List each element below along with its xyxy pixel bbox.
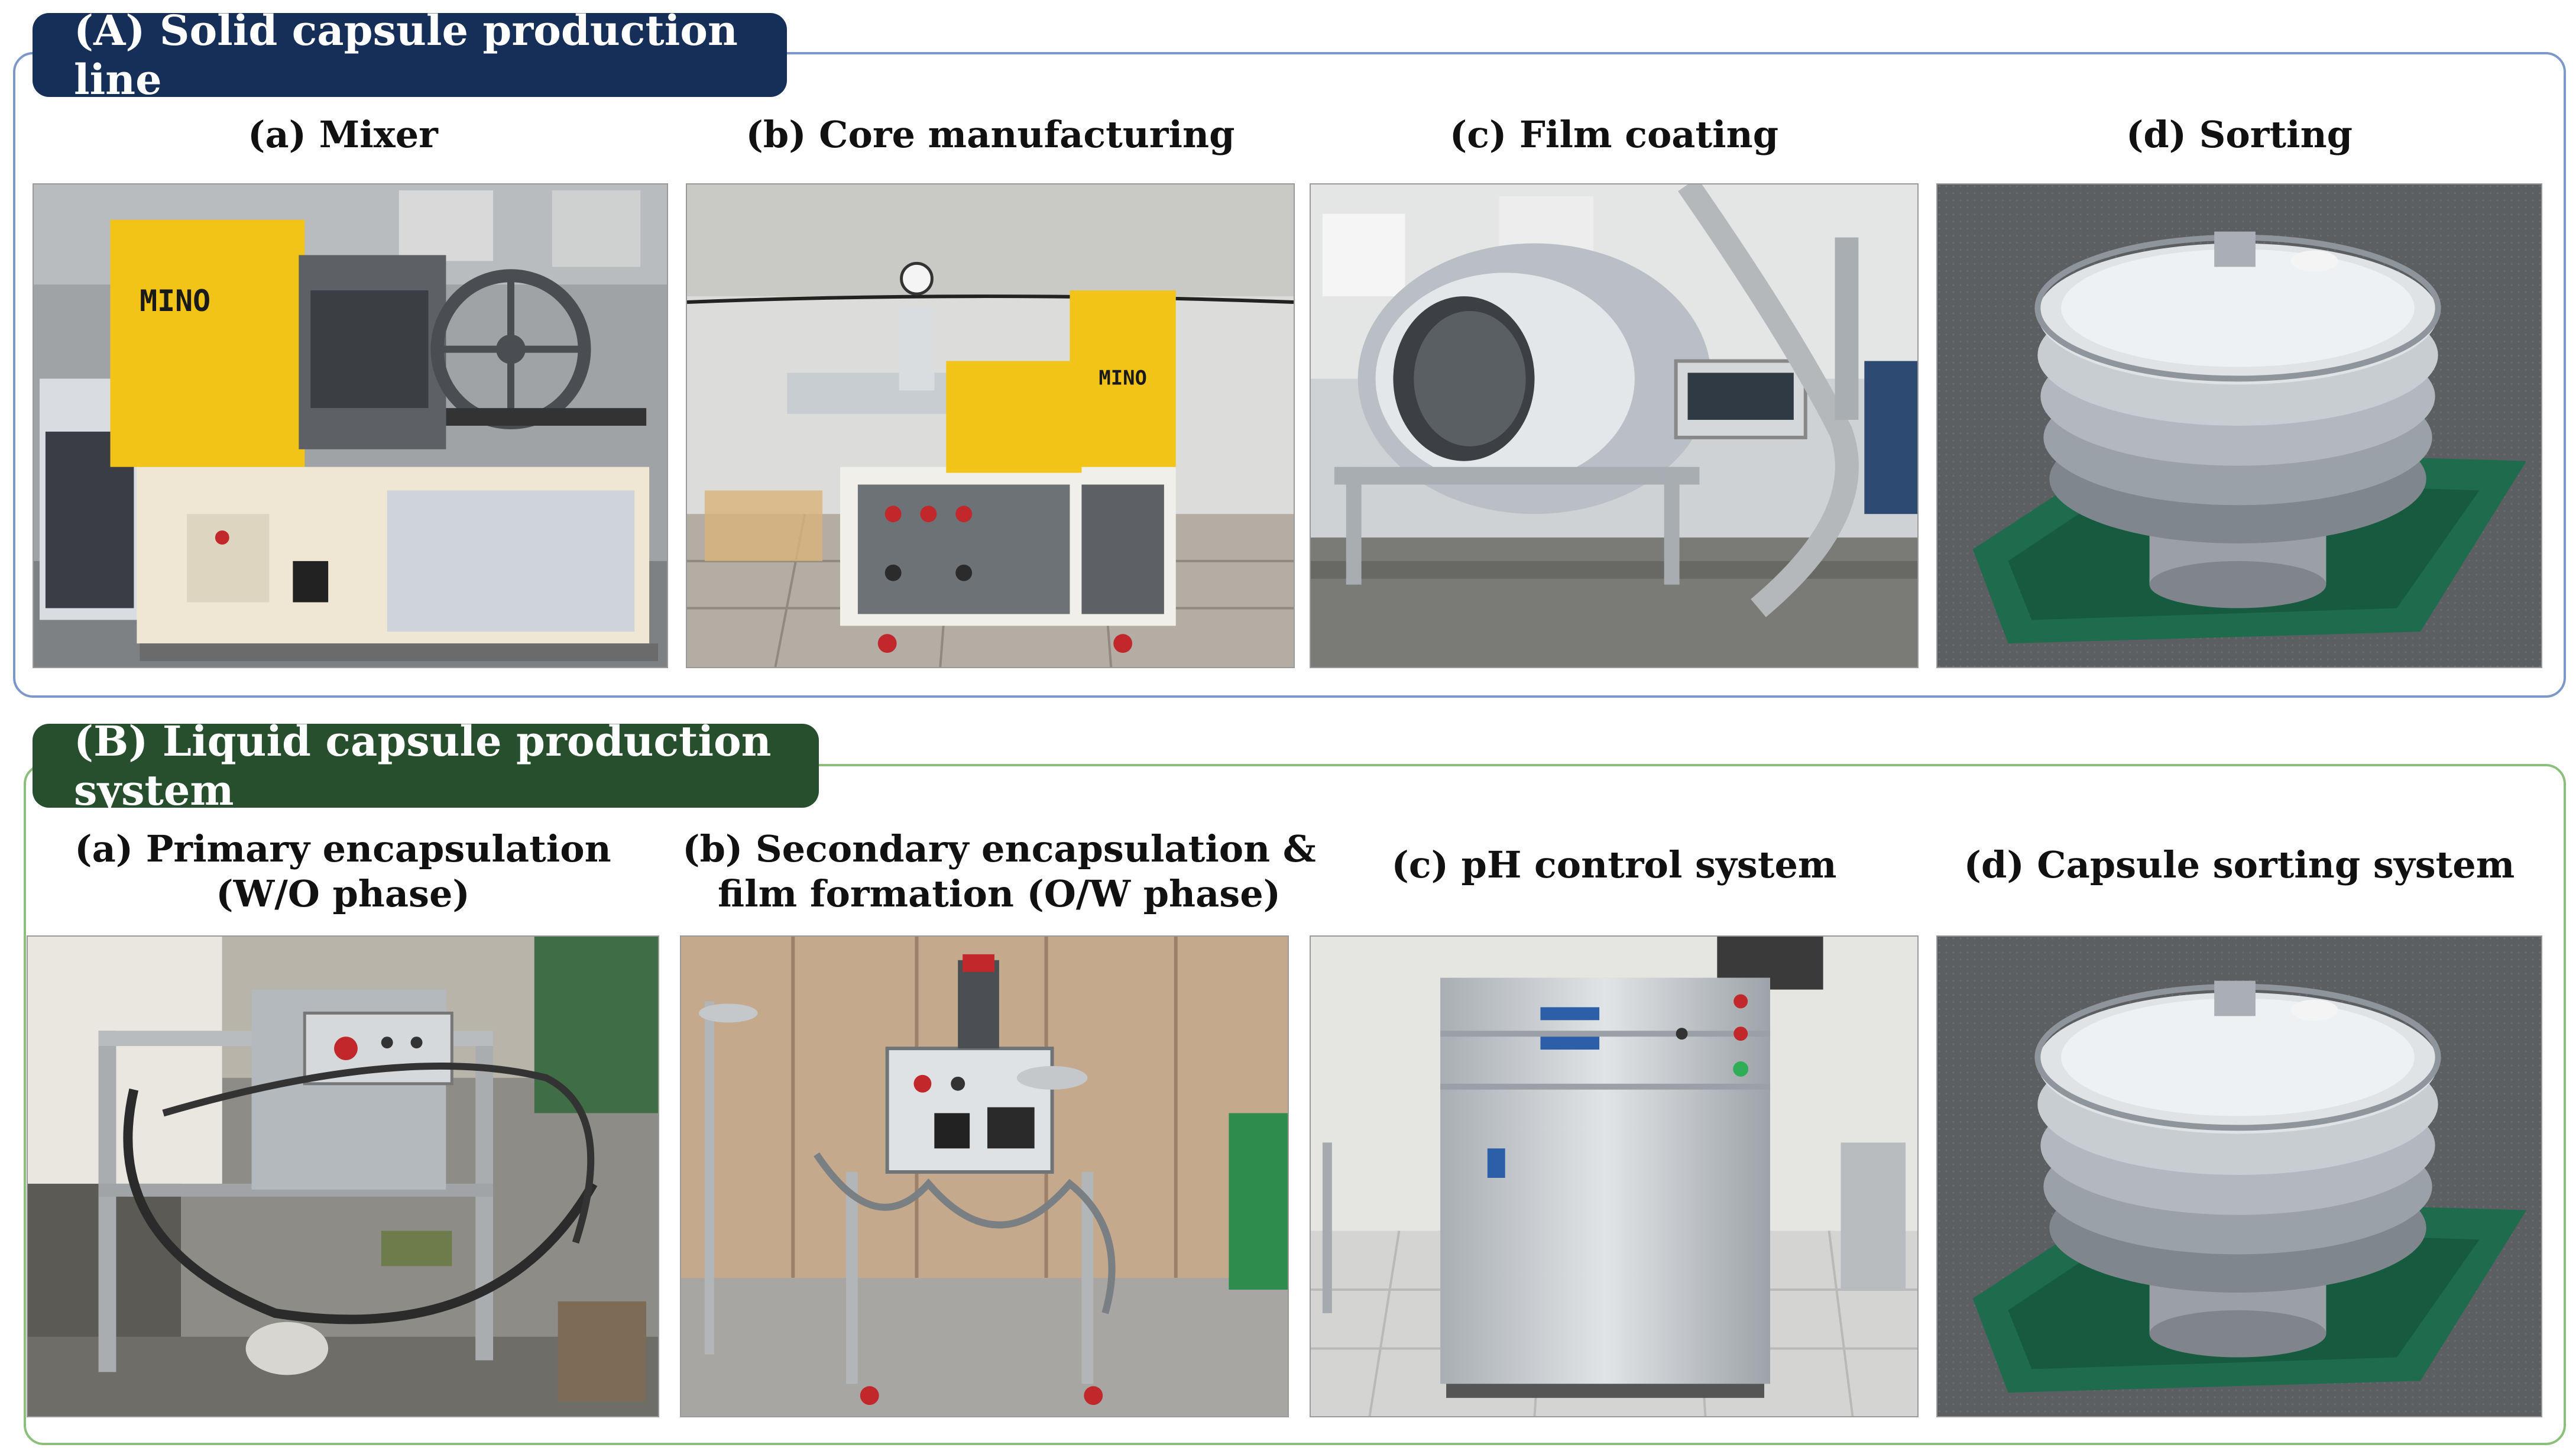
caption-secondary-encapsulation-line1: (b) Secondary encapsulation & [682,827,1316,870]
caption-primary-encapsulation: (a) Primary encapsulation (W/O phase) [27,827,659,917]
section-a-title: (A) Solid capsule production line [33,6,787,104]
photo-secondary-encapsulation [680,935,1289,1417]
caption-secondary-encapsulation: (b) Secondary encapsulation & film forma… [680,827,1318,917]
photo-core-manufacturing: MINO [686,183,1295,668]
caption-primary-encapsulation-line2: (W/O phase) [216,872,470,915]
photo-ph-control [1310,935,1919,1417]
section-b-title: (B) Liquid capsule production system [33,717,819,815]
caption-capsule-sorting: (d) Capsule sorting system [1963,843,2515,886]
mixer-brand-label: MINO [140,284,210,318]
photo-primary-encapsulation [27,935,659,1417]
caption-primary-encapsulation-line1: (a) Primary encapsulation [74,827,611,870]
photo-capsule-sorting [1936,935,2542,1417]
caption-mixer: (a) Mixer [248,113,438,156]
caption-film-coating: (c) Film coating [1449,113,1779,156]
photo-mixer: MINO [33,183,668,668]
photo-film-coating [1310,183,1919,668]
caption-core-manufacturing: (b) Core manufacturing [746,113,1235,156]
caption-ph-control: (c) pH control system [1391,843,1837,886]
section-a-panel [13,52,2566,698]
section-b-panel [24,764,2566,1445]
photo-sorting [1936,183,2542,668]
core-brand-label: MINO [1099,366,1147,389]
caption-sorting: (d) Sorting [2125,113,2353,156]
caption-secondary-encapsulation-line2: film formation (O/W phase) [718,872,1281,915]
